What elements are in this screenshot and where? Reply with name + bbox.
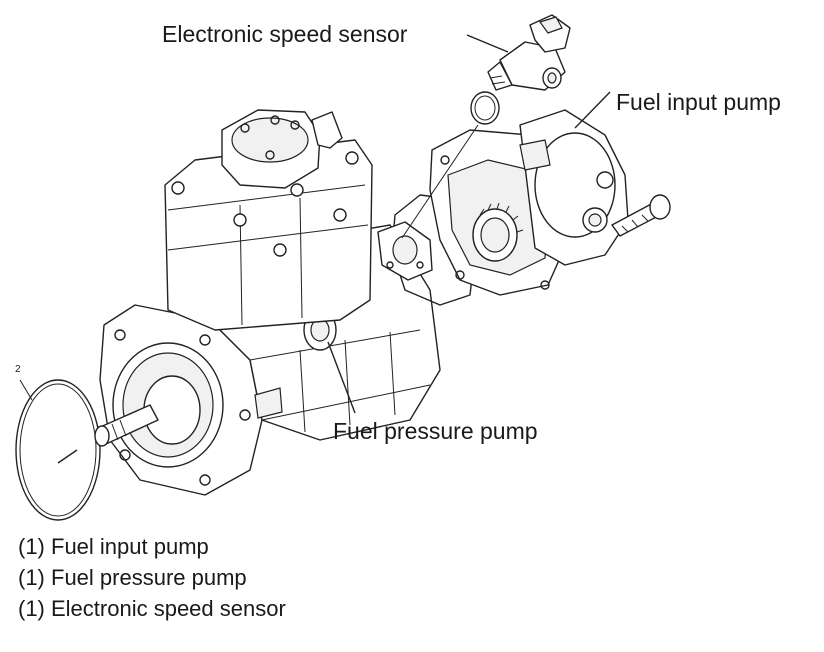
legend-item: (1) Fuel input pump <box>18 534 209 559</box>
sensor-oring <box>401 91 500 239</box>
fuel-input-pump-body <box>429 109 671 296</box>
oring-seal: 2 <box>15 364 101 521</box>
electronic-speed-sensor <box>487 14 571 91</box>
parts-legend: (1) Fuel input pump (1) Fuel pressure pu… <box>18 531 286 624</box>
legend-item: (1) Electronic speed sensor <box>18 596 286 621</box>
callout-electronic-speed-sensor: Electronic speed sensor <box>162 21 408 47</box>
fuel-pressure-pump-leader <box>327 341 356 414</box>
speed-sensor-leader <box>466 34 509 53</box>
fuel-input-pump-leader <box>574 91 611 129</box>
fuel-pressure-pump-body <box>94 109 441 496</box>
callout-fuel-input-pump: Fuel input pump <box>616 89 781 115</box>
legend-item: (1) Fuel pressure pump <box>18 565 247 590</box>
oring-item-number: 2 <box>15 364 21 375</box>
callout-fuel-pressure-pump: Fuel pressure pump <box>333 418 538 444</box>
